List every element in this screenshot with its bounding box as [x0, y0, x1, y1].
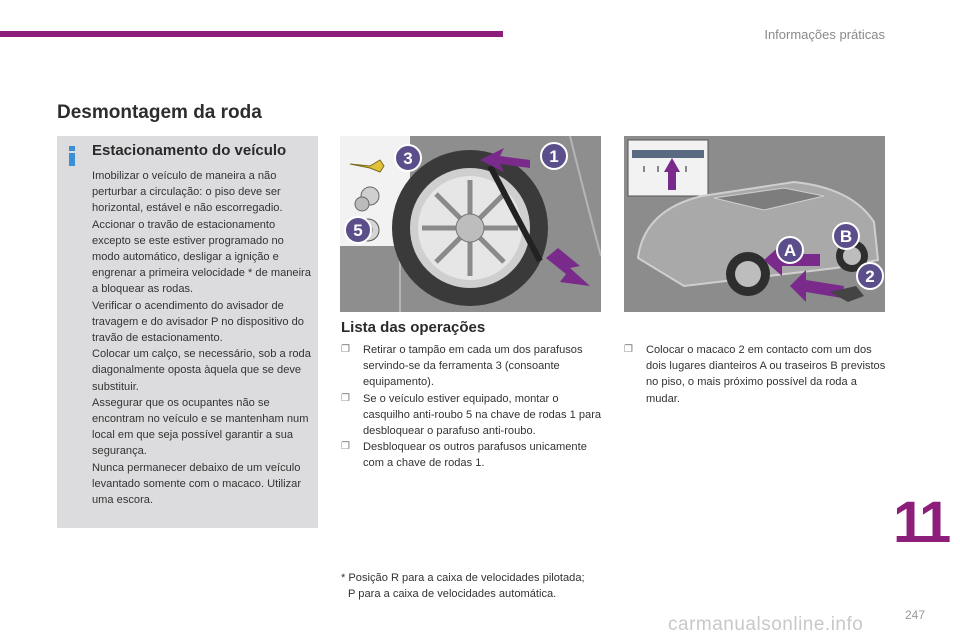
page-number: 247 [905, 608, 926, 622]
section-header: Informações práticas [764, 27, 885, 42]
checkbox-bullet-icon: ❐ [341, 344, 350, 355]
wheel-illustration: 3 1 5 [340, 136, 601, 312]
operation-step: ❐ Colocar o macaco 2 em contacto com um d… [624, 342, 886, 407]
label-5: 5 [353, 221, 362, 240]
operation-step: ❐ Desbloquear os outros parafusos unicame… [341, 439, 603, 471]
footnote-line: * Posição R para a caixa de velocidades … [341, 572, 585, 584]
checkbox-bullet-icon: ❐ [341, 441, 350, 453]
car-illustration: A B 2 [624, 136, 885, 312]
info-paragraph: Imobilizar o veículo de maneira a não pe… [92, 170, 283, 215]
step-text: Se o veículo estiver equipado, montar o … [363, 392, 602, 438]
operation-step: ❐ Retirar o tampão em cada um dos parafus… [341, 342, 603, 391]
wheel-drawing: 3 1 5 [340, 136, 601, 312]
label-2: 2 [865, 267, 874, 286]
step-text: Retirar o tampão em cada um dos parafuso… [363, 344, 583, 389]
info-paragraph: Assegurar que os ocupantes não se encont… [92, 396, 309, 458]
operations-title: Lista das operações [341, 319, 486, 336]
chapter-number: 11 [893, 490, 951, 555]
step-text: Desbloquear os outros parafusos unicamen… [363, 441, 587, 470]
info-paragraph: Verificar o acendimento do avisador de t… [92, 299, 304, 345]
checkbox-bullet-icon: ❐ [341, 392, 350, 404]
top-accent-bar [0, 31, 503, 37]
label-b: B [840, 227, 852, 246]
footnote-line: P para a caixa de velocidades automática… [348, 588, 557, 601]
page-title: Desmontagem da roda [57, 102, 262, 123]
watermark: carmanualsonline.info [668, 614, 864, 635]
checkbox-bullet-icon: ❐ [624, 344, 633, 355]
info-paragraph: Nunca permanecer debaixo de um veículo l… [92, 461, 302, 507]
label-1: 1 [549, 147, 558, 166]
info-box-text: Imobilizar o veículo de maneira a não pe… [92, 168, 314, 508]
info-paragraph: Colocar um calço, se necessário, sob a r… [92, 348, 311, 393]
info-icon [69, 146, 75, 166]
info-box-title: Estacionamento do veículo [92, 142, 287, 159]
label-3: 3 [403, 149, 412, 168]
parking-info-box: Estacionamento do veículo Imobilizar o v… [57, 136, 318, 528]
step-text: Colocar o macaco 2 em contacto com um do… [646, 344, 886, 405]
label-a: A [784, 241, 796, 260]
car-drawing: A B 2 [624, 136, 885, 312]
operations-list-left: ❐ Retirar o tampão em cada um dos parafus… [341, 342, 603, 472]
footnote: * Posição R para a caixa de velocidades … [341, 570, 585, 602]
operation-step: ❐ Se o veículo estiver equipado, montar o… [341, 391, 603, 440]
info-paragraph: Accionar o travão de estacionamento exce… [92, 218, 311, 296]
operations-list-right: ❐ Colocar o macaco 2 em contacto com um d… [624, 342, 886, 407]
